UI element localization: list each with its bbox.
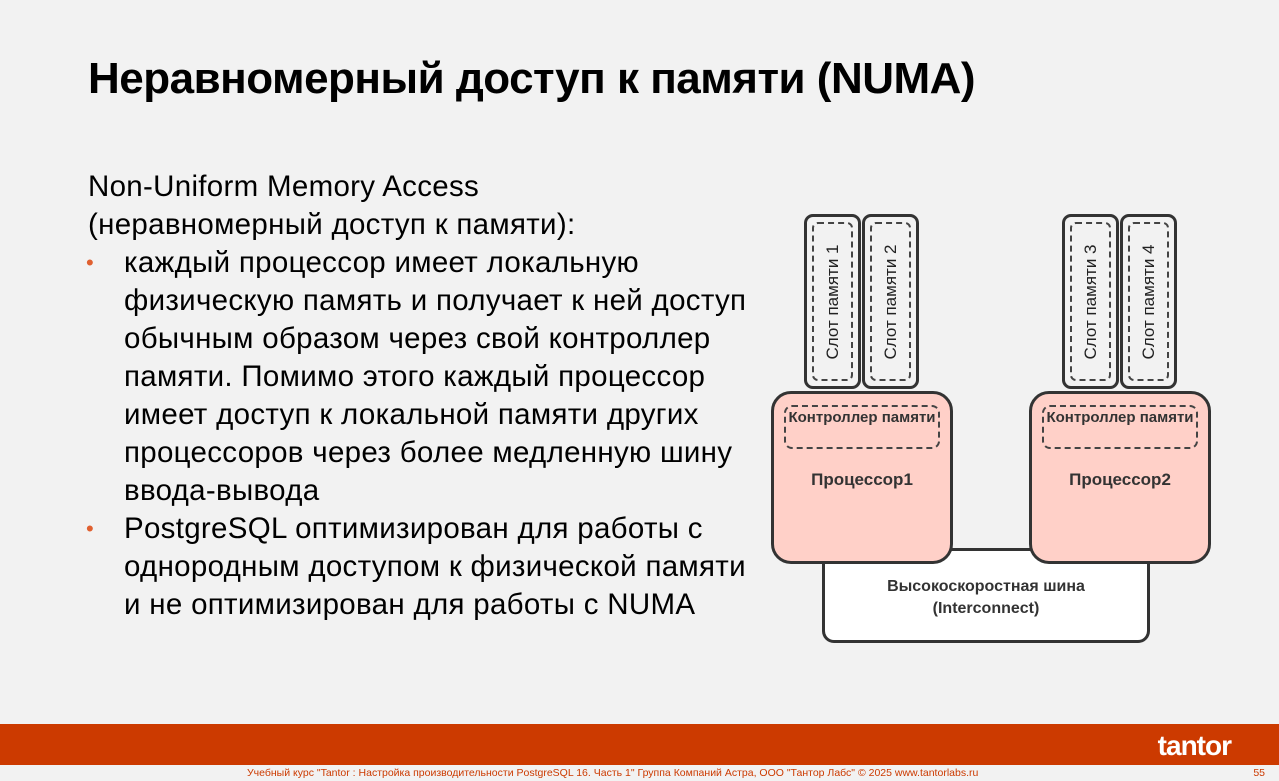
memory-slot-1: Слот памяти 1 [804, 214, 861, 389]
slide-body: Non-Uniform Memory Access (неравномерный… [86, 168, 748, 624]
processor-label: Процессор1 [811, 470, 913, 489]
bus-sublabel: (Interconnect) [932, 600, 1040, 617]
processor-2: Контроллер памяти Процессор2 [1029, 391, 1211, 564]
bullet-item: каждый процессор имеет локальную физичес… [86, 244, 748, 510]
memory-slot-4: Слот памяти 4 [1120, 214, 1177, 389]
footer-band [0, 724, 1279, 765]
memory-slot-3: Слот памяти 3 [1062, 214, 1119, 389]
memory-slot-2: Слот памяти 2 [862, 214, 919, 389]
page-number: 55 [1253, 767, 1265, 779]
memory-controller: Контроллер памяти [1042, 405, 1198, 449]
intro-line: Non-Uniform Memory Access [88, 170, 480, 203]
intro-line: (неравномерный доступ к памяти): [88, 208, 576, 241]
memory-controller: Контроллер памяти [784, 405, 940, 449]
slot-label: Слот памяти 3 [1080, 244, 1100, 359]
slide-title: Неравномерный доступ к памяти (NUMA) [88, 54, 976, 103]
processor-label: Процессор2 [1069, 470, 1171, 489]
slot-label: Слот памяти 1 [822, 244, 842, 359]
bullet-item: PostgreSQL оптимизирован для работы с од… [86, 510, 748, 624]
bus-label: Высокоскоростная шина [887, 578, 1085, 595]
bullet-list: каждый процессор имеет локальную физичес… [86, 244, 748, 624]
slot-label: Слот памяти 4 [1138, 244, 1158, 359]
footer-text: Учебный курс "Tantor : Настройка произво… [247, 767, 979, 779]
slot-label: Слот памяти 2 [880, 244, 900, 359]
tantor-logo: tantor [1157, 730, 1232, 761]
processor-1: Контроллер памяти Процессор1 [771, 391, 953, 564]
